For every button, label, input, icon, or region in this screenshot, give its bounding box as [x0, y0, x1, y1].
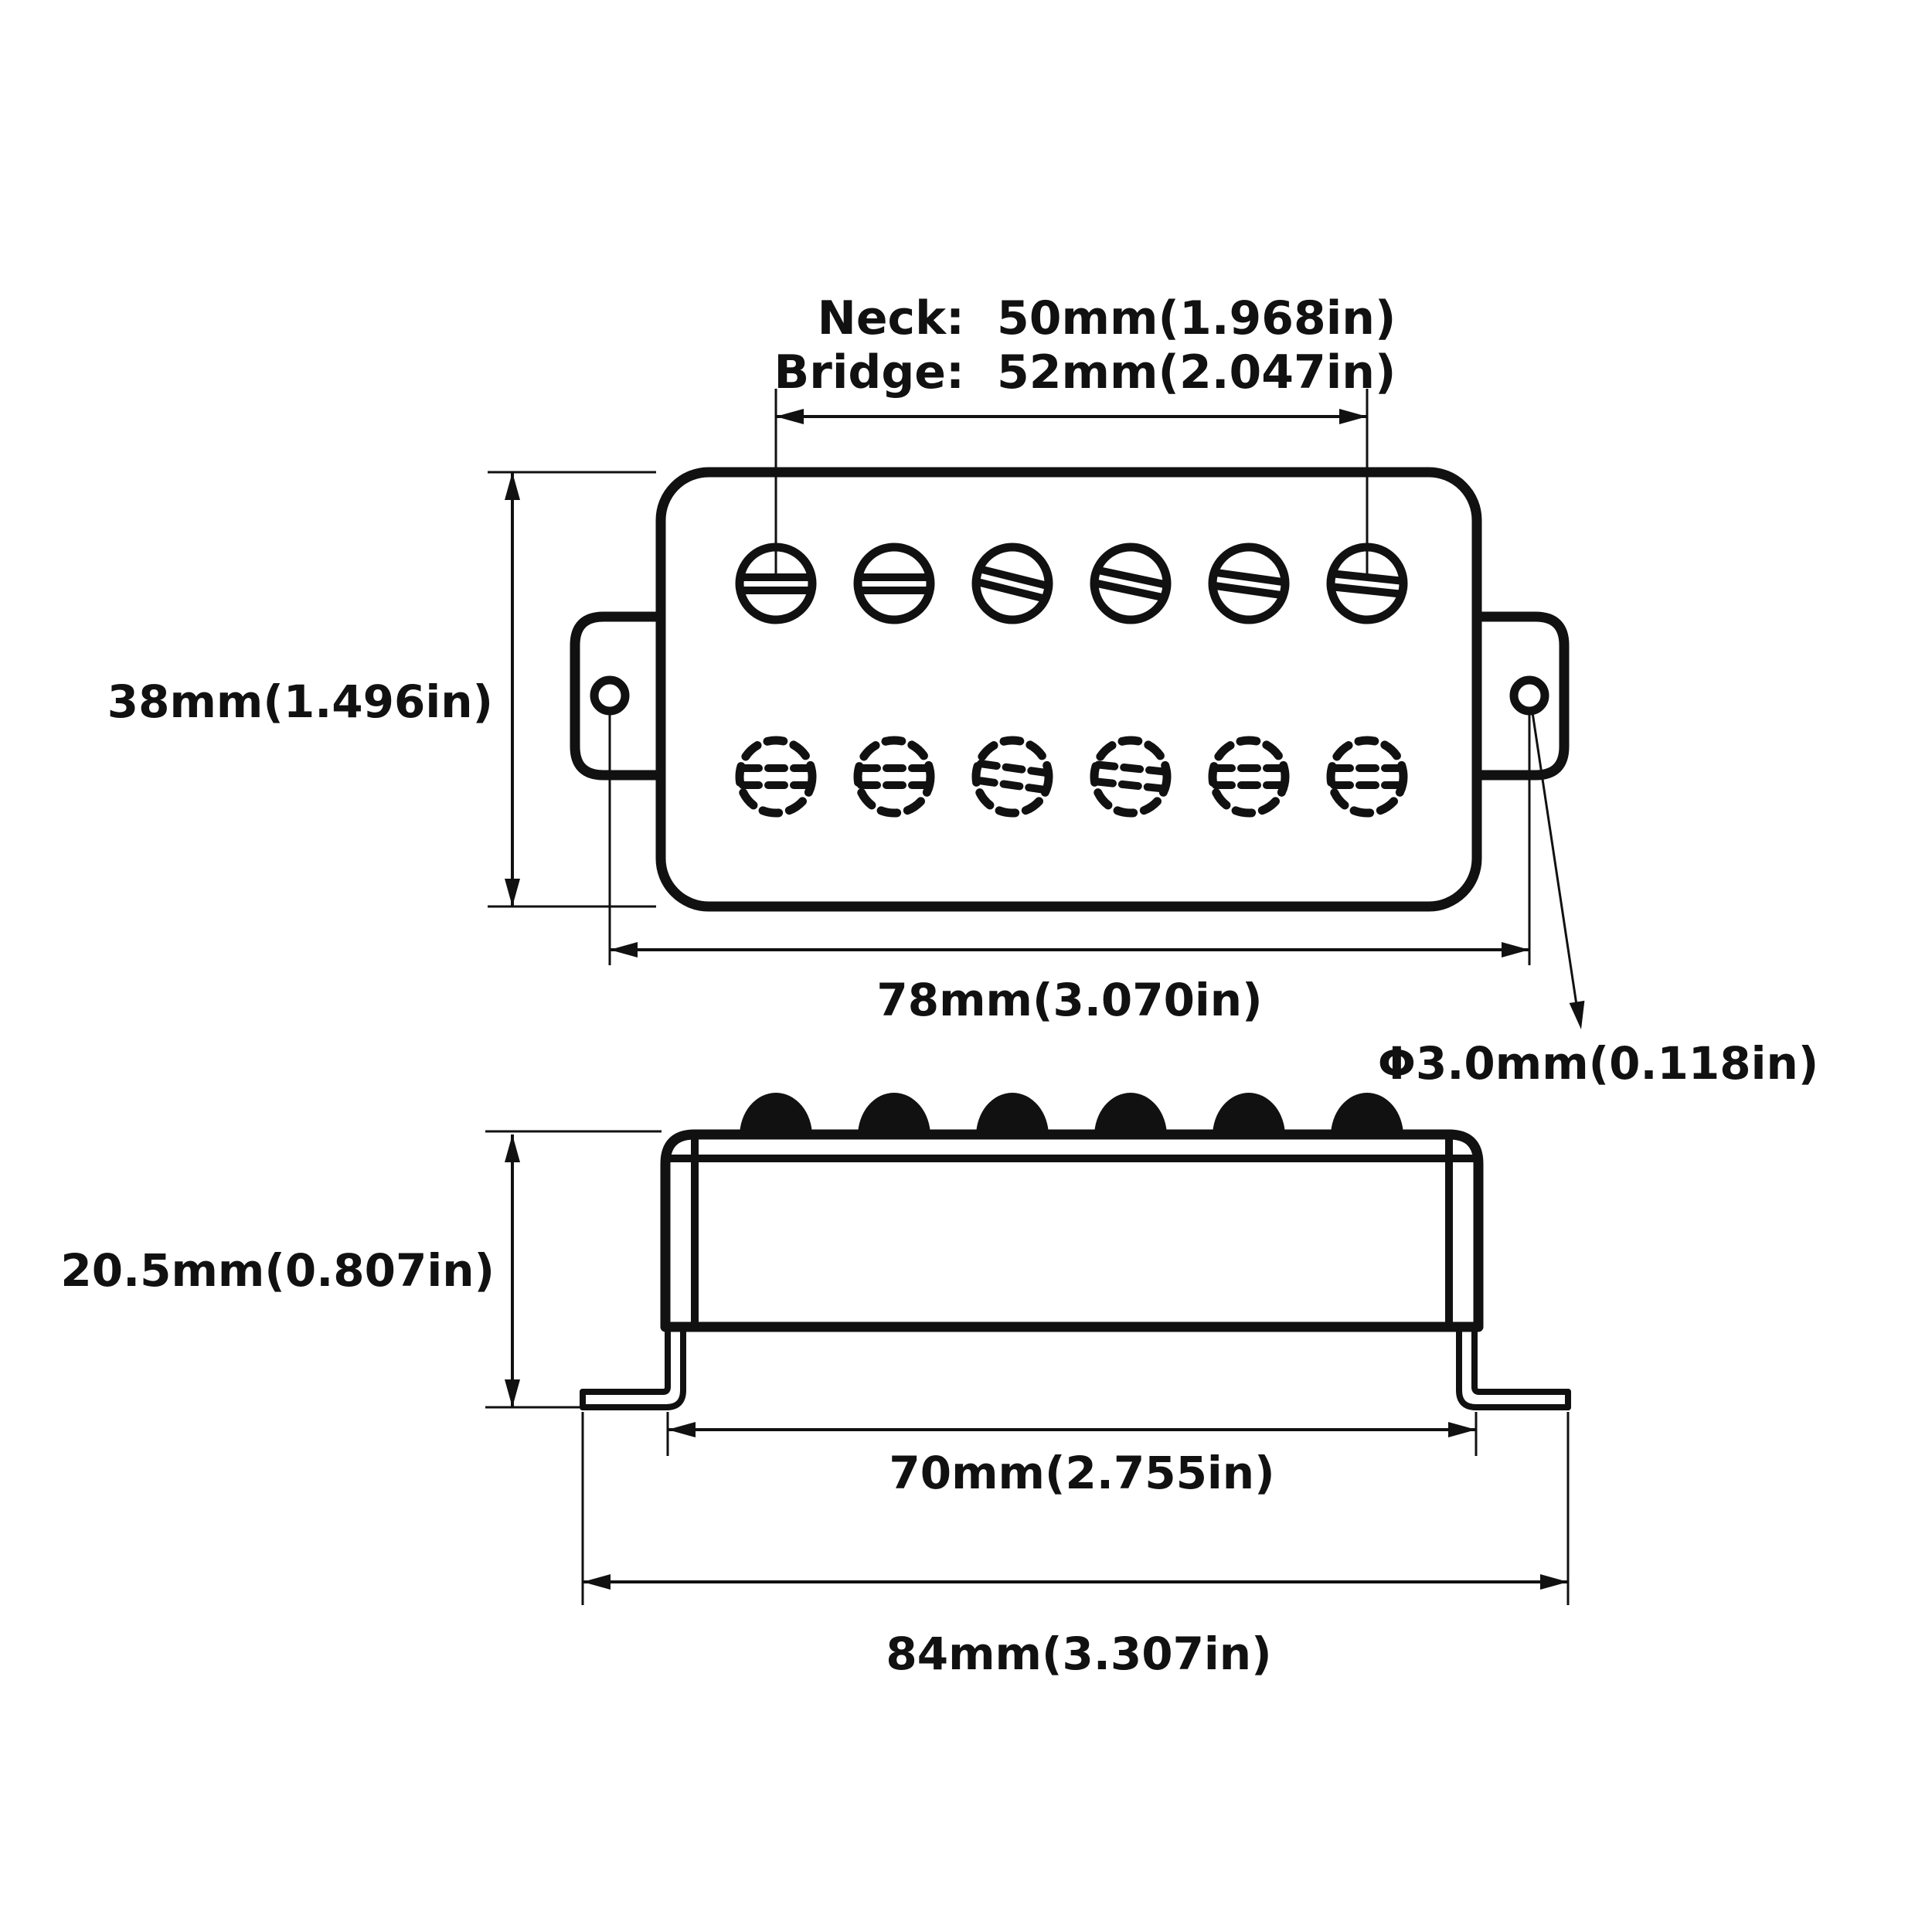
arrowhead-left	[776, 409, 804, 424]
pole-dome-6	[1331, 1093, 1403, 1136]
pole-domes	[740, 1093, 1403, 1136]
screw-slot-2	[855, 573, 933, 594]
screw-pole-2	[853, 543, 935, 624]
slug-pole-3	[971, 736, 1053, 818]
arrowhead-up	[505, 472, 520, 500]
pole-dome-1	[740, 1093, 812, 1136]
screw-pole-3	[971, 543, 1053, 624]
mounting-hole-right	[1509, 675, 1549, 716]
arrowhead-left	[610, 942, 638, 957]
dimension-side-height: 20.5mm(0.807in)	[60, 1130, 662, 1409]
arrowhead-right	[1339, 409, 1367, 424]
bridge-spacing-value: 52mm(2.047in)	[997, 345, 1396, 400]
screw-pole-4	[1090, 543, 1172, 624]
screw-pole-5	[1208, 543, 1290, 624]
bridge-spacing-label: Bridge:	[774, 345, 964, 400]
pickup-cover-outline	[655, 467, 1482, 912]
pole-dome-4	[1094, 1093, 1167, 1136]
arrowhead-right	[1502, 942, 1529, 957]
pole-dome-5	[1213, 1093, 1285, 1136]
screw-pole-6	[1326, 543, 1408, 624]
top-view: Neck: 50mm(1.968in) Bridge: 52mm(2.047in…	[107, 291, 1819, 1090]
screw-slot-5	[1209, 568, 1288, 600]
arrowhead-right	[1448, 1422, 1476, 1437]
baseplate-leg-right	[1456, 1328, 1571, 1410]
pole-dome-2	[858, 1093, 930, 1136]
screw-slot-3	[973, 565, 1052, 603]
cover-height-value: 38mm(1.496in)	[107, 675, 493, 728]
arrowhead-left	[668, 1422, 696, 1437]
mount-hole-diameter-value: Φ3.0mm(0.118in)	[1378, 1037, 1819, 1090]
neck-spacing-value: 50mm(1.968in)	[997, 291, 1396, 345]
dimension-pole-spacing: Neck: 50mm(1.968in) Bridge: 52mm(2.047in…	[774, 291, 1396, 578]
mounting-hole-left	[590, 675, 630, 716]
arrowhead-left	[583, 1574, 611, 1590]
slug-pole-4	[1090, 736, 1172, 818]
side-height-value: 20.5mm(0.807in)	[60, 1244, 495, 1297]
arrowhead-up	[505, 1134, 520, 1162]
overall-width-value: 84mm(3.307in)	[886, 1628, 1271, 1680]
dimension-base-width: 70mm(2.755in)	[666, 1412, 1478, 1499]
dimension-overall-width: 84mm(3.307in)	[581, 1412, 1570, 1680]
dimension-cover-width: 78mm(3.070in)	[608, 714, 1531, 1026]
pole-dome-3	[976, 1093, 1049, 1136]
slug-pole-6	[1326, 736, 1408, 818]
dimension-cover-height: 38mm(1.496in)	[107, 471, 656, 908]
slug-pole-5	[1208, 736, 1290, 818]
base-width-value: 70mm(2.755in)	[889, 1447, 1274, 1499]
slug-pole-1	[735, 736, 817, 818]
slug-pole-2	[853, 736, 935, 818]
neck-spacing-label: Neck:	[818, 291, 964, 345]
leader-arrowhead	[1569, 1000, 1585, 1029]
arrowhead-down	[505, 879, 520, 906]
baseplate-leg-left	[580, 1328, 686, 1410]
pickup-body-side	[660, 1129, 1484, 1332]
arrowhead-down	[505, 1379, 520, 1407]
cover-width-value: 78mm(3.070in)	[876, 974, 1262, 1026]
side-view: 20.5mm(0.807in) 70mm(2.755in) 84mm(3.307…	[60, 1093, 1571, 1680]
leader-mount-hole: Φ3.0mm(0.118in)	[1378, 712, 1819, 1090]
arrowhead-right	[1540, 1574, 1568, 1590]
screw-slot-4	[1091, 566, 1170, 602]
